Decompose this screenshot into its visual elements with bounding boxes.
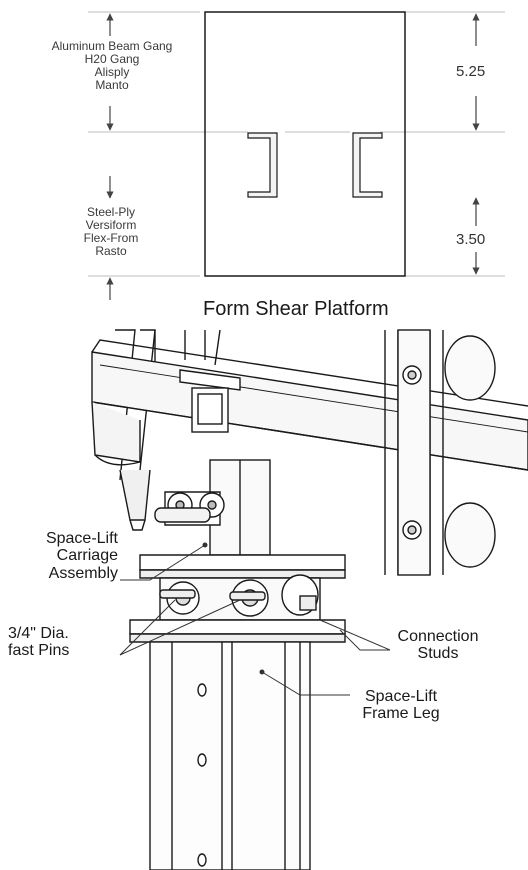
callout-line: Carriage — [56, 547, 118, 565]
right-channel-section — [352, 132, 383, 198]
label-group-upper: Aluminum Beam Gang H20 Gang Alisply Mant… — [12, 40, 212, 92]
callout-studs: Connection Studs — [388, 628, 488, 663]
callout-line: Connection — [397, 628, 479, 645]
callout-line: Space-Lift — [364, 688, 438, 705]
callout-pins: 3/4" Dia. fast Pins — [8, 625, 69, 660]
beam-hanger — [179, 369, 241, 433]
rollers — [159, 574, 319, 617]
callout-leg: Space-Lift Frame Leg — [345, 688, 457, 723]
form-shear-platform-drawing — [88, 11, 505, 300]
callout-line: fast Pins — [8, 642, 70, 660]
frame-leg — [149, 641, 311, 870]
dimension-upper: 5.25 — [456, 63, 486, 80]
callout-line: Studs — [417, 645, 459, 663]
space-lift-illustration — [91, 329, 528, 870]
label-line: Rasto — [95, 243, 127, 258]
callout-line: Space-Lift — [45, 530, 118, 547]
leader-lines — [119, 542, 391, 696]
label-line: Versiform — [85, 217, 137, 232]
diagram-title: Form Shear Platform — [203, 298, 389, 320]
label-line: Flex-From — [83, 230, 139, 245]
callout-line: Frame Leg — [362, 705, 440, 723]
left-channel-section — [247, 132, 278, 198]
label-line: Manto — [95, 77, 129, 92]
vertical-rails-right — [384, 329, 496, 576]
callout-line: Assembly — [48, 564, 118, 582]
dimension-lower: 3.50 — [456, 231, 486, 248]
label-line: Alisply — [94, 64, 130, 79]
label-line: Steel-Ply — [86, 205, 136, 219]
label-group-lower: Steel-Ply Versiform Flex-From Rasto — [46, 206, 176, 258]
label-line: H20 Gang — [84, 51, 140, 66]
pin-assembly — [154, 491, 225, 526]
callout-carriage: Space-Lift Carriage Assembly — [8, 530, 118, 582]
callout-line: 3/4" Dia. — [8, 625, 69, 642]
label-line: Aluminum Beam Gang — [51, 39, 173, 53]
platform-outline — [204, 11, 406, 277]
